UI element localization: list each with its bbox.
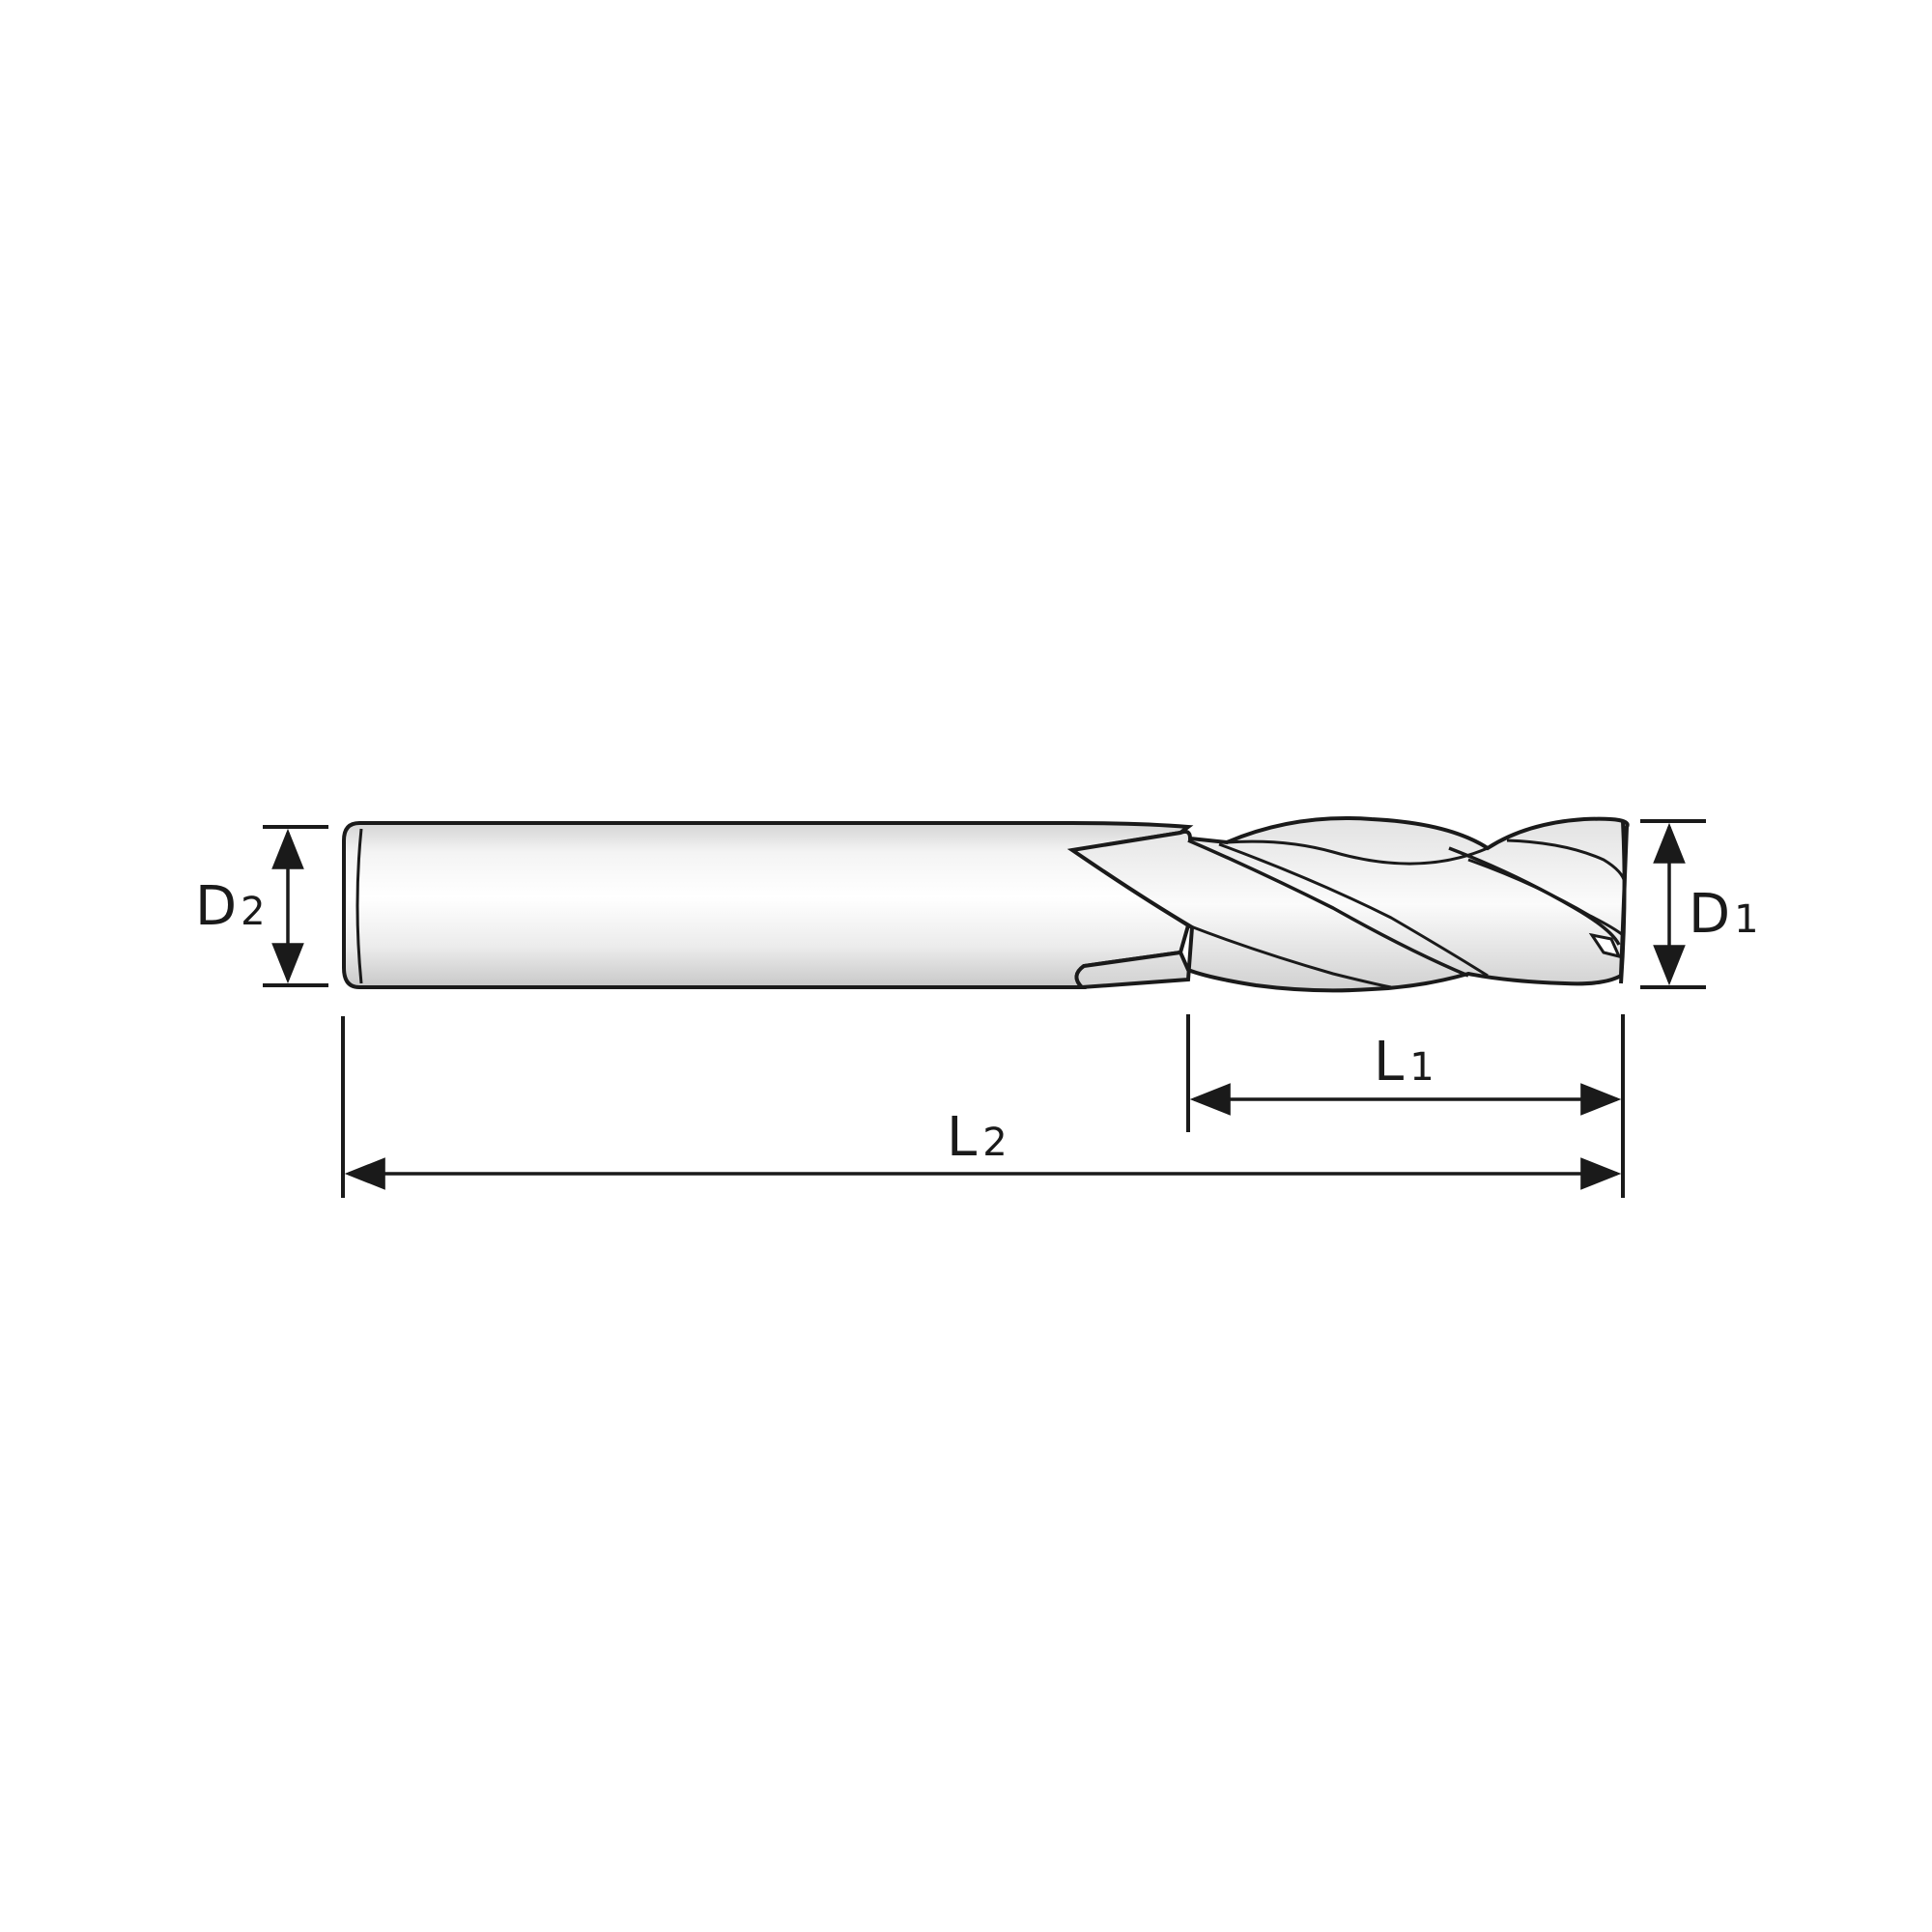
helix-line bbox=[1187, 838, 1469, 978]
helix-line bbox=[1506, 838, 1627, 884]
tip-end bbox=[1619, 820, 1627, 984]
tool-body bbox=[342, 816, 1630, 993]
shank-chamfer bbox=[355, 828, 363, 984]
tip-notch bbox=[1588, 932, 1622, 959]
helix-line bbox=[1467, 858, 1624, 937]
helix-line bbox=[1187, 923, 1392, 989]
helix-line bbox=[1218, 842, 1489, 978]
shank bbox=[342, 821, 1194, 989]
helix-line bbox=[1226, 839, 1489, 866]
flute-region bbox=[1066, 816, 1630, 993]
